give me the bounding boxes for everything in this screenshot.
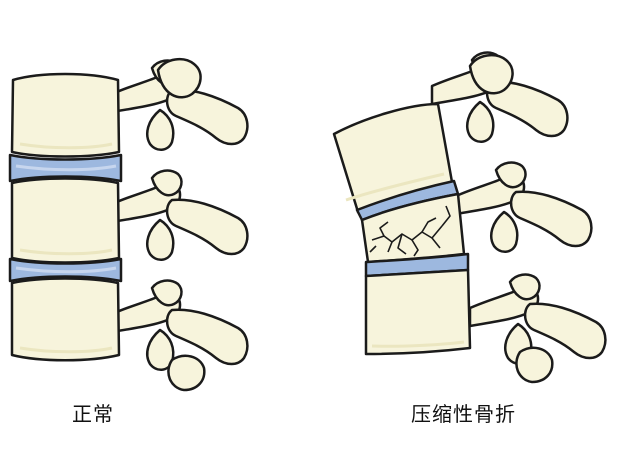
normal-label: 正常 bbox=[72, 402, 114, 426]
normal-vertebra-3 bbox=[10, 277, 121, 362]
fractured-spine bbox=[332, 51, 607, 384]
normal-disc-2 bbox=[8, 257, 123, 283]
fracture-posterior-process-2 bbox=[454, 161, 593, 254]
normal-disc-1 bbox=[8, 153, 123, 183]
normal-posterior-process-2 bbox=[110, 169, 249, 262]
fracture-cracks bbox=[369, 205, 451, 257]
normal-spine bbox=[8, 57, 249, 392]
compression-fracture-label: 压缩性骨折 bbox=[411, 402, 516, 426]
fracture-vertebra-3 bbox=[364, 268, 472, 356]
normal-vertebra-1 bbox=[10, 72, 121, 158]
